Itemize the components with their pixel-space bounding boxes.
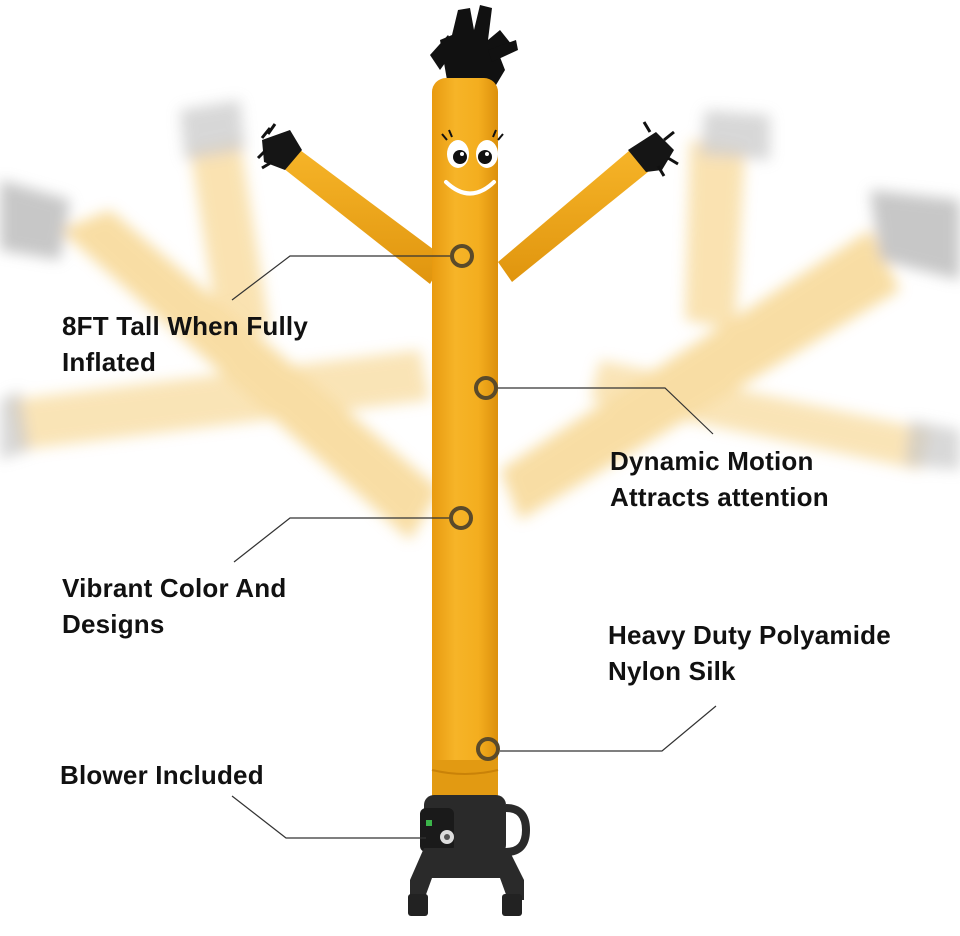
left-arm [256,123,445,284]
callout-motion [474,376,714,435]
material-label-line2: Nylon Silk [608,656,736,686]
blower-label: Blower Included [60,757,264,793]
material-label-line1: Heavy Duty Polyamide [608,620,891,650]
height-label: 8FT Tall When Fully Inflated [62,308,308,380]
blower-label-line1: Blower Included [60,760,264,790]
callout-material [476,705,717,761]
ghost-arm-left [0,100,440,540]
color-label-line2: Designs [62,609,165,639]
right-arm [498,121,679,282]
color-label: Vibrant Color And Designs [62,570,286,642]
blower [408,795,531,916]
material-label: Heavy Duty Polyamide Nylon Silk [608,617,891,689]
height-label-line1: 8FT Tall When Fully [62,311,308,341]
callout-color [233,506,473,563]
motion-label-line1: Dynamic Motion [610,446,814,476]
callout-height [231,244,474,301]
height-label-line2: Inflated [62,347,157,377]
ghost-arm-right [500,110,960,520]
smiley-face [441,129,504,196]
motion-blur-ghosts [0,100,960,540]
motion-label-line2: Attracts attention [610,482,829,512]
motion-label: Dynamic Motion Attracts attention [610,443,829,515]
top-streamers [430,5,518,85]
color-label-line1: Vibrant Color And [62,573,287,603]
callout-blower [231,795,426,839]
